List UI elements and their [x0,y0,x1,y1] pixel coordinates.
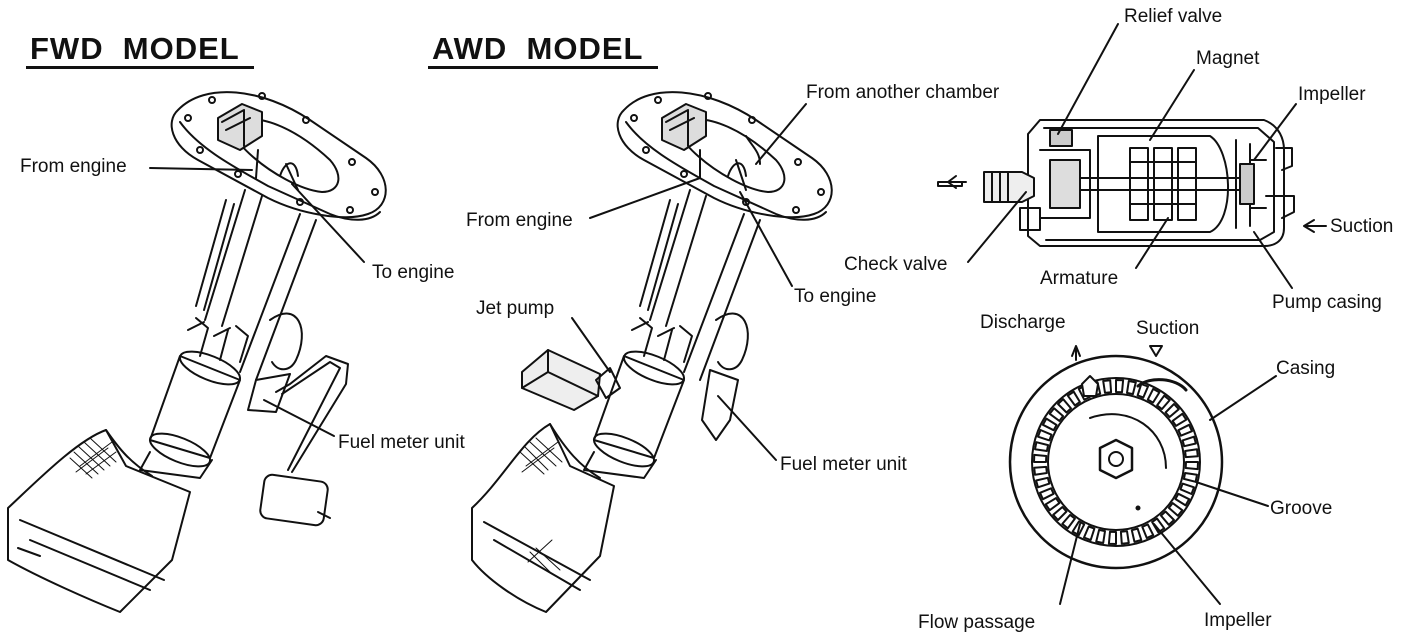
fwd-strainer [7,429,191,613]
armature-label: Armature [1040,268,1119,289]
fwd-model-title: FWD MODEL [26,32,254,69]
impeller-suction-label: Suction [1136,318,1200,339]
fwd-flange [170,91,387,219]
pump-suction-label: Suction [1330,216,1394,237]
impeller-groove [1130,527,1143,543]
impeller-groove [1151,517,1166,534]
fwd-from-engine-label: From engine [20,156,127,177]
discharge-label: Discharge [980,312,1066,333]
awd-to-engine-label: To engine [794,286,877,307]
fwd-to-engine-label: To engine [372,262,455,283]
impeller-groove [1048,407,1065,422]
impeller-casing-circle [1008,354,1224,570]
impeller-groove [1126,380,1137,396]
groove-label: Groove [1270,498,1333,519]
relief-valve-label: Relief valve [1124,6,1223,27]
fwd-float [259,473,329,527]
impeller-groove [1174,492,1191,507]
pump-impeller-label: Impeller [1298,84,1366,105]
impeller-groove [1044,497,1061,512]
impeller-groove [1156,394,1171,411]
impeller-groove [1146,387,1161,404]
impeller-groove [1164,403,1180,418]
awd-pump-assembly [471,91,833,613]
awd-fuel-meter-unit-label: Fuel meter unit [780,454,907,475]
impeller-groove [1035,476,1051,489]
impeller-groove [1182,472,1198,483]
impeller-groove [1141,523,1155,539]
pump-casing-label: Pump casing [1272,292,1382,313]
impeller-groove [1033,465,1048,476]
impeller-groove [1039,487,1055,501]
impeller-groove [1171,412,1188,427]
flow-passage-label: Flow passage [918,612,1036,633]
impeller-hub [1098,438,1134,480]
impeller-groove [1102,379,1113,394]
impeller-groove [1066,390,1081,407]
pump-cross-section [937,119,1327,247]
fwd-pump-body [149,355,241,459]
impeller-groove [1033,453,1048,463]
impeller-groove [1179,482,1195,495]
awd-jet-pump-label: Jet pump [476,298,555,319]
impeller-groove [1095,528,1106,544]
impeller-groove [1136,383,1149,399]
impeller-groove [1107,530,1117,545]
impeller-groove [1181,435,1197,448]
impeller-groove [1041,417,1058,432]
impeller-groove [1034,441,1050,452]
impeller-groove [1160,510,1175,526]
impeller-groove [1061,513,1076,530]
impeller-groove [1167,502,1184,517]
awd-from-engine-label: From engine [466,210,573,231]
impeller-groove [1057,398,1072,414]
casing-label: Casing [1276,358,1336,379]
impeller-groove [1184,448,1199,459]
check-valve-label: Check valve [844,254,948,275]
magnet-label: Magnet [1196,48,1260,69]
impeller-groove [1177,423,1193,437]
awd-model-title: AWD MODEL [428,32,658,69]
fwd-fuel-meter-unit-label: Fuel meter unit [338,432,465,453]
awd-strainer [471,423,615,613]
impeller-groove [1119,530,1130,545]
pump-outer-casing [1027,119,1285,247]
impeller-groove [1037,429,1053,442]
impeller-groove [1071,520,1086,537]
awd-from-another-chamber-label: From another chamber [806,82,1000,103]
impeller-view [1008,345,1224,570]
impeller-groove [1083,525,1096,541]
impeller-groove [1184,461,1199,471]
awd-flange [616,91,833,219]
impeller-label: Impeller [1204,610,1272,631]
impeller-groove [1052,506,1068,521]
impeller-groove [1115,379,1125,394]
fwd-pump-assembly [7,91,387,613]
